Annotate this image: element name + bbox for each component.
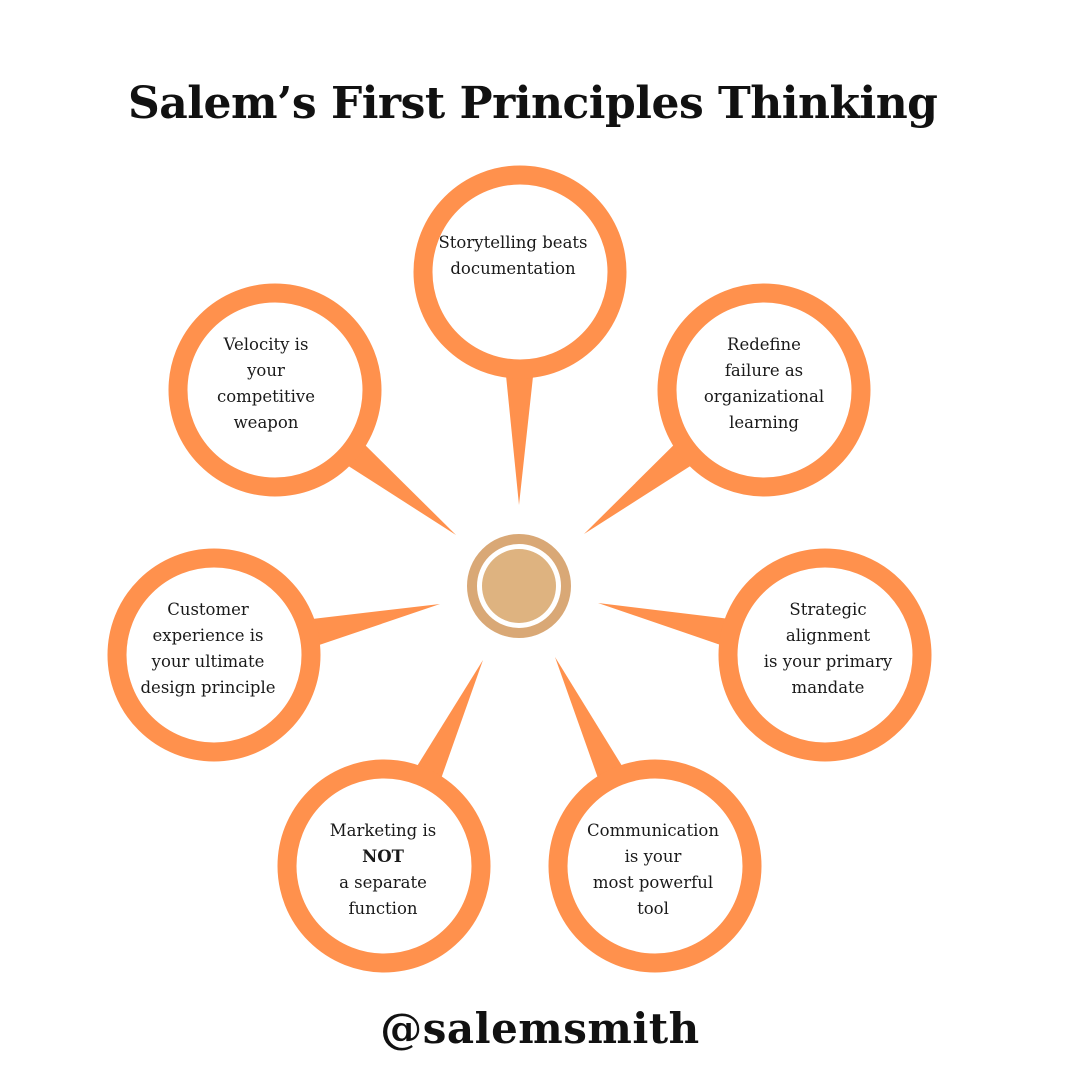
principle-text-redefine-failure: Redefine failure as organizational learning <box>679 332 849 436</box>
principle-line: organizational <box>703 387 825 406</box>
principle-line: Storytelling beats <box>438 233 588 252</box>
principle-line: your <box>247 361 285 380</box>
bubble-communication <box>548 759 762 973</box>
principle-line: failure as <box>724 361 804 380</box>
principle-line: Velocity is <box>223 335 309 354</box>
principle-text-strategic-alignment: Strategic alignment is your primary mandate <box>743 597 913 701</box>
principle-text-marketing: Marketing is NOT a separate function <box>298 818 468 922</box>
principle-line: most powerful <box>592 873 714 892</box>
bubble-tail-redefine-failure <box>584 444 692 534</box>
bubble-redefine-failure <box>657 283 871 497</box>
principle-line: Customer <box>167 600 249 619</box>
bubble-tail-velocity <box>347 444 456 535</box>
principle-text-communication: Communication is your most powerful tool <box>568 818 738 922</box>
page-title: Salem’s First Principles Thinking <box>128 78 938 129</box>
bubble-velocity <box>168 283 382 497</box>
principle-line: mandate <box>791 678 865 697</box>
bubble-tail-strategic-alignment <box>598 603 728 646</box>
principle-line: tool <box>637 899 669 918</box>
author-handle: @salemsmith <box>380 1004 700 1053</box>
principle-line: Communication <box>587 821 719 840</box>
principle-line: alignment <box>785 626 871 645</box>
principle-line: Strategic <box>789 600 867 619</box>
center-hub <box>482 549 556 623</box>
principle-line: design principle <box>140 678 276 697</box>
principle-text-storytelling: Storytelling beats documentation <box>428 230 598 282</box>
principle-text-velocity: Velocity is your competitive weapon <box>181 332 351 436</box>
bubble-tail-storytelling <box>506 375 534 505</box>
bubble-tail-customer-experience <box>312 604 440 646</box>
principle-line: competitive <box>216 387 316 406</box>
principle-line: learning <box>729 413 799 432</box>
bubble-strategic-alignment <box>718 548 932 762</box>
principle-line: Redefine <box>727 335 801 354</box>
principle-line: experience is <box>152 626 264 645</box>
bubble-storytelling <box>413 165 627 379</box>
principle-line: NOT <box>362 847 404 866</box>
principle-line: is your primary <box>763 652 893 671</box>
principle-line: your ultimate <box>151 652 265 671</box>
bubble-customer-experience <box>107 548 321 762</box>
bubble-tail-marketing <box>416 660 483 779</box>
principle-line: a separate <box>339 873 427 892</box>
principle-line: documentation <box>450 259 576 278</box>
principle-line: weapon <box>233 413 299 432</box>
principle-text-customer-experience: Customer experience is your ultimate design… <box>123 597 293 701</box>
principle-line: Marketing is <box>329 821 437 840</box>
principle-line: is your <box>624 847 682 866</box>
bubble-tail-communication <box>555 657 623 779</box>
principle-line: function <box>348 899 418 918</box>
bubble-marketing <box>277 759 491 973</box>
